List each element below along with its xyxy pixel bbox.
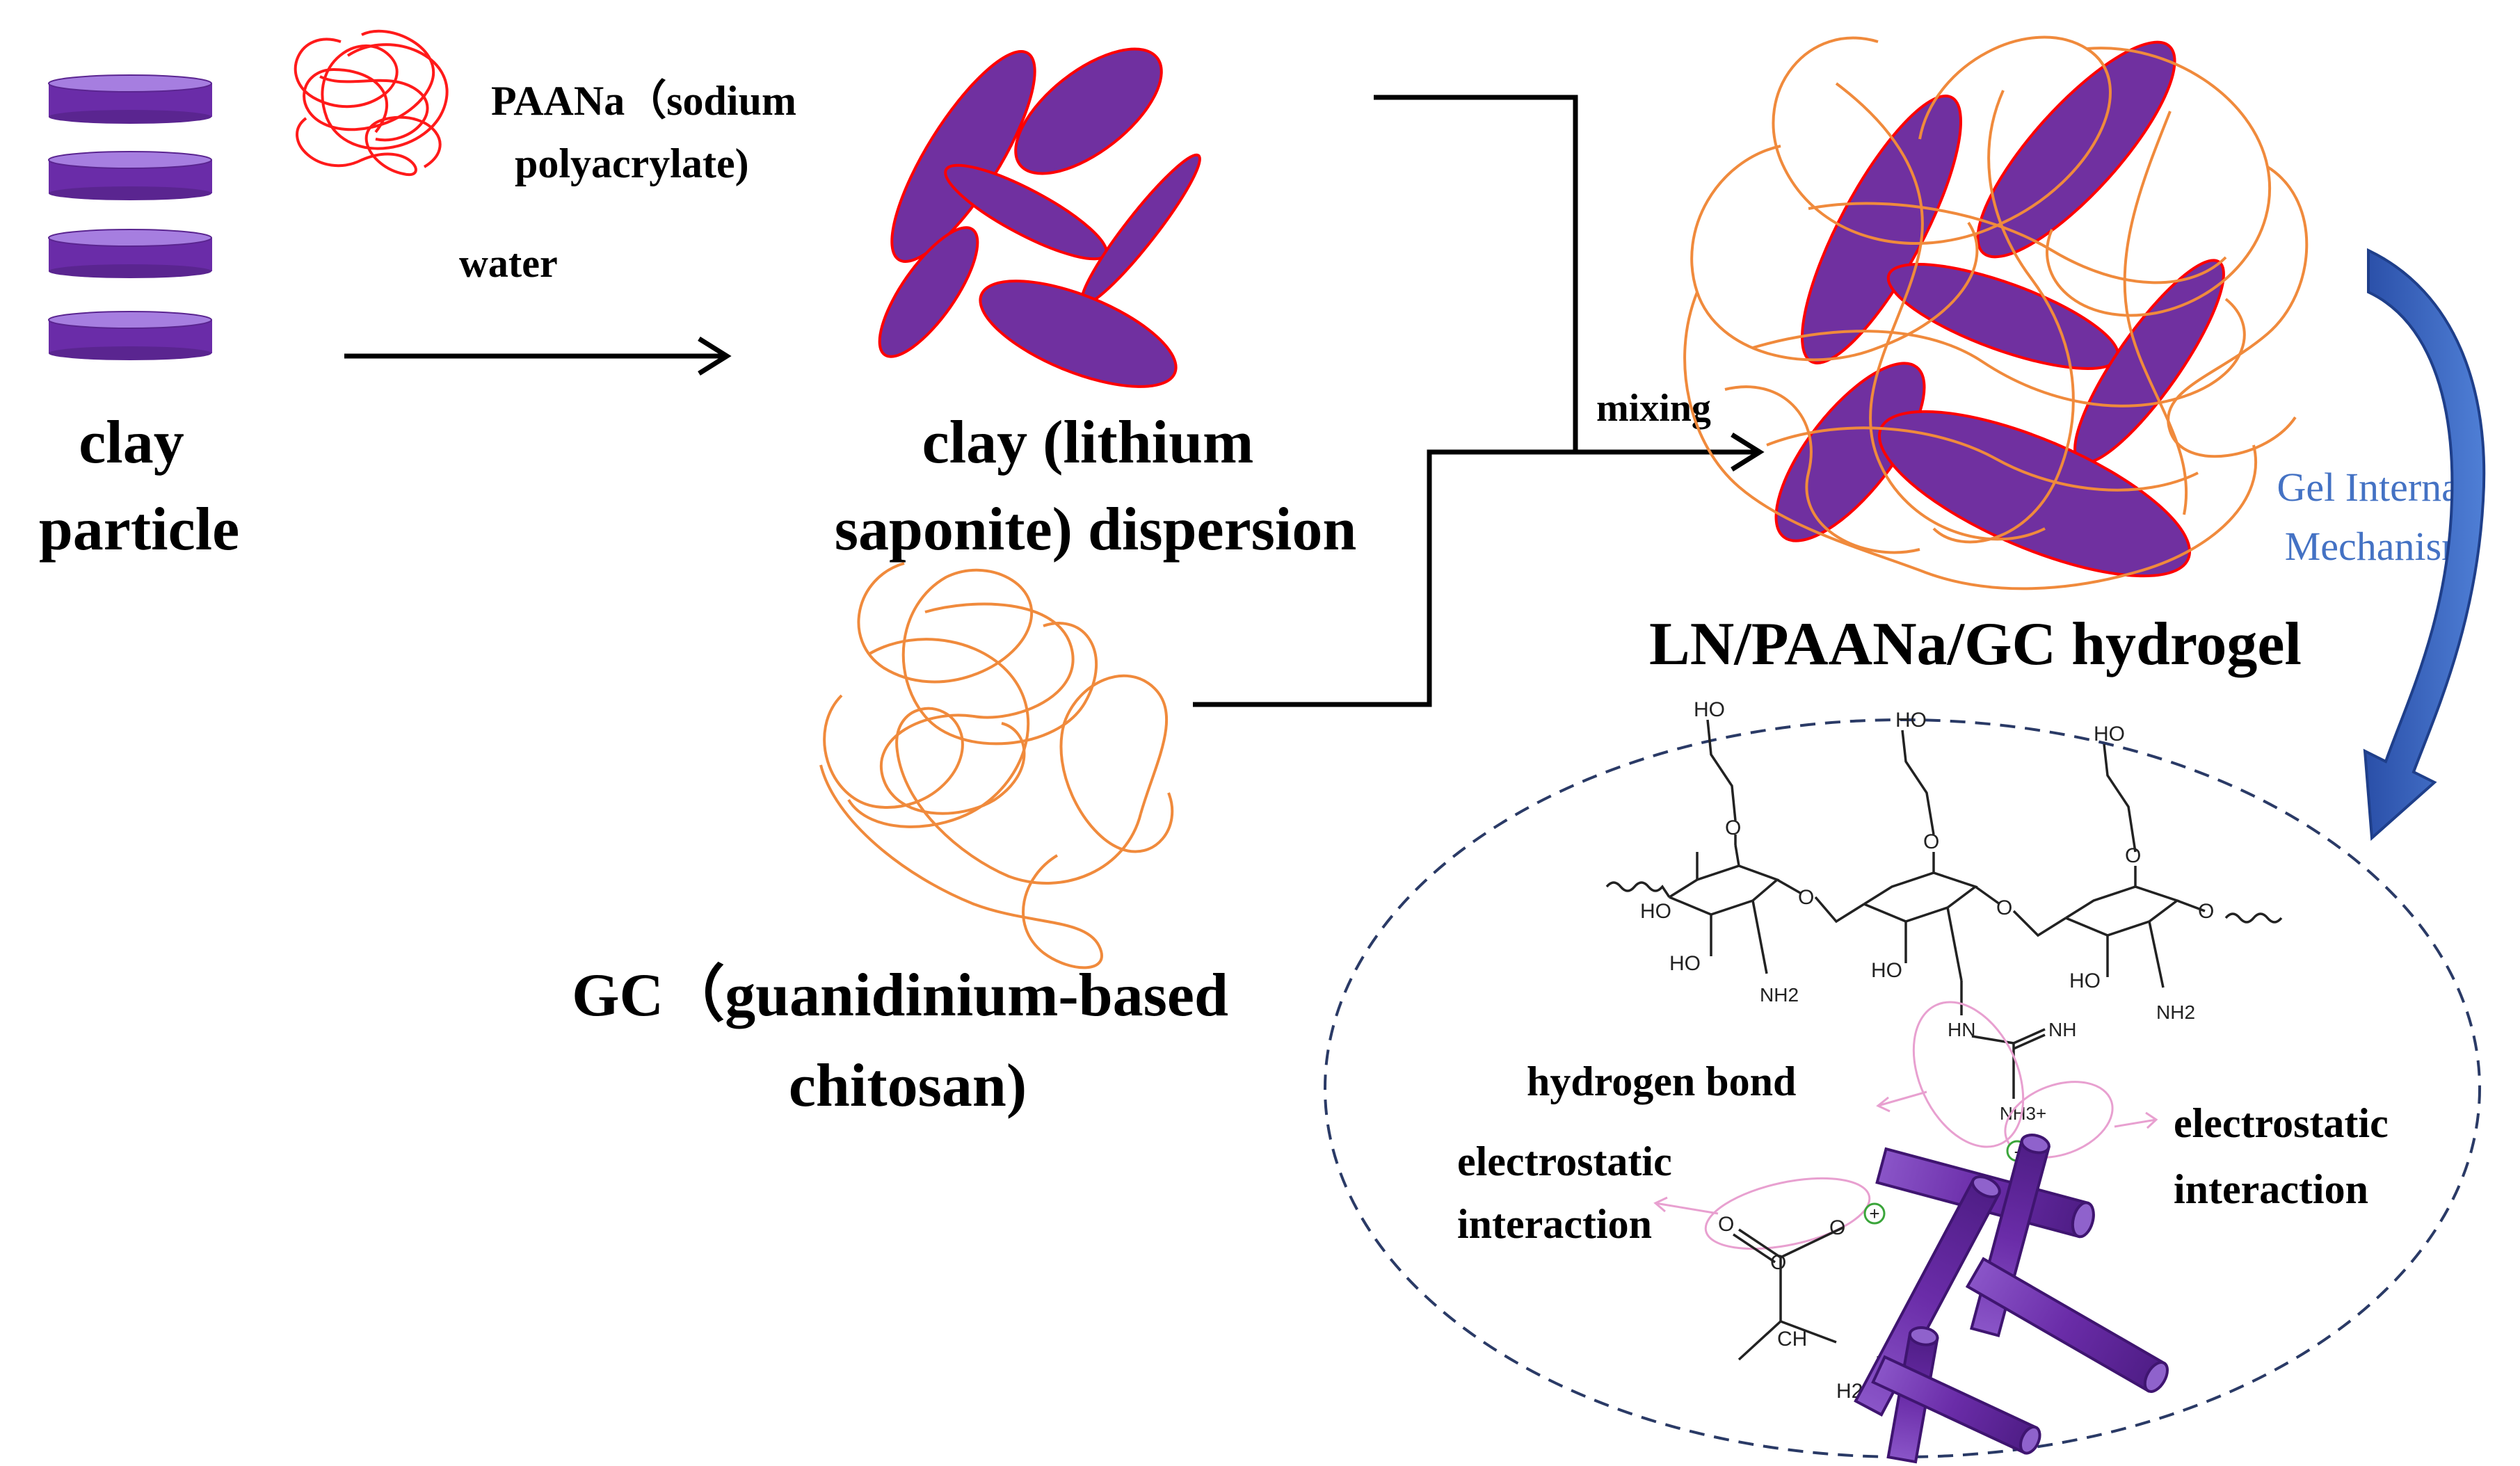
plus-sign-icon: + xyxy=(1863,1202,1886,1225)
svg-text:HO: HO xyxy=(2094,723,2125,746)
mixing-connectors xyxy=(1193,95,1765,707)
svg-text:HO: HO xyxy=(1895,709,1927,732)
clay-platelet xyxy=(1774,362,1926,542)
svg-text:NH2: NH2 xyxy=(2156,1001,2195,1023)
polymer-coil-icon xyxy=(294,29,449,177)
svg-text:HN: HN xyxy=(1948,1019,1975,1040)
electrostatic-label-left: electrostatic interaction xyxy=(1457,1138,1683,1247)
svg-text:O: O xyxy=(1718,1213,1734,1236)
svg-text:O: O xyxy=(1996,896,2012,919)
svg-text:HO: HO xyxy=(2069,969,2101,992)
clay-disc-icon xyxy=(48,229,212,278)
clay-disc-icon xyxy=(48,74,212,124)
clay-disc-icon xyxy=(48,151,212,200)
svg-text:HO: HO xyxy=(1871,959,1902,982)
svg-text:+: + xyxy=(1869,1203,1879,1224)
hydrogel-composite xyxy=(1683,35,2309,590)
clay-particle-label: clay particle xyxy=(39,409,239,563)
svg-text:NH: NH xyxy=(2048,1019,2076,1040)
interaction-loops xyxy=(1653,1001,2158,1250)
clay-platelet xyxy=(1014,47,1163,175)
svg-text:CH: CH xyxy=(1777,1328,1807,1351)
svg-text:O: O xyxy=(1829,1216,1845,1239)
hydrogel-label: LN/PAANa/GC hydrogel xyxy=(1649,611,2302,678)
electrostatic-label-right: electrostatic interaction xyxy=(2174,1100,2399,1212)
chitosan-atom-labels: HO O O HO HO NH2 HO O O HO HN NH NH3+ HO… xyxy=(1640,698,2214,1124)
svg-text:O: O xyxy=(1725,816,1741,839)
hydrogen-bond-label: hydrogen bond xyxy=(1527,1058,1796,1104)
clay-platelet xyxy=(1976,40,2176,259)
polymer-coil-icon xyxy=(819,562,1174,969)
clay-bar xyxy=(1854,1175,2001,1417)
chitosan-structure xyxy=(1605,719,2283,1099)
clay-platelet xyxy=(979,280,1178,388)
gc-label: GC（guanidinium-based chitosan) xyxy=(572,962,1244,1120)
svg-text:O: O xyxy=(2125,844,2141,867)
clay-dispersion-cluster xyxy=(878,47,1201,388)
svg-text:HO: HO xyxy=(1694,698,1725,721)
clay-bars xyxy=(1854,1134,2169,1464)
clay-platelet xyxy=(1801,95,1962,364)
svg-text:O: O xyxy=(2198,900,2214,923)
gel-mechanism-label: Gel Internal Mechanism xyxy=(2277,465,2480,569)
svg-text:O: O xyxy=(1798,886,1814,909)
polyacrylate-atom-labels: O O O CH H2 xyxy=(1718,1213,1863,1403)
svg-text:NH2: NH2 xyxy=(1760,984,1799,1006)
clay-bar xyxy=(1965,1257,2169,1393)
svg-text:HO: HO xyxy=(1669,952,1701,975)
clay-particle-stack xyxy=(48,74,212,360)
svg-text:-: - xyxy=(2014,1141,2021,1161)
clay-platelet xyxy=(1877,410,2192,578)
water-label: water xyxy=(459,241,558,286)
curved-arrow-icon xyxy=(2363,248,2486,841)
svg-text:O: O xyxy=(1770,1251,1786,1274)
mixing-label: mixing xyxy=(1596,387,1711,430)
clay-bar xyxy=(1871,1355,2041,1455)
clay-disc-icon xyxy=(48,311,212,360)
clay-dispersion-label: clay (lithium saponite) dispersion xyxy=(835,409,1357,563)
paana-label: PAANa（sodium polyacrylate) xyxy=(491,77,807,186)
svg-text:O: O xyxy=(1923,830,1939,853)
water-arrow xyxy=(344,337,732,376)
clay-platelet xyxy=(878,226,979,358)
svg-text:HO: HO xyxy=(1640,900,1671,923)
